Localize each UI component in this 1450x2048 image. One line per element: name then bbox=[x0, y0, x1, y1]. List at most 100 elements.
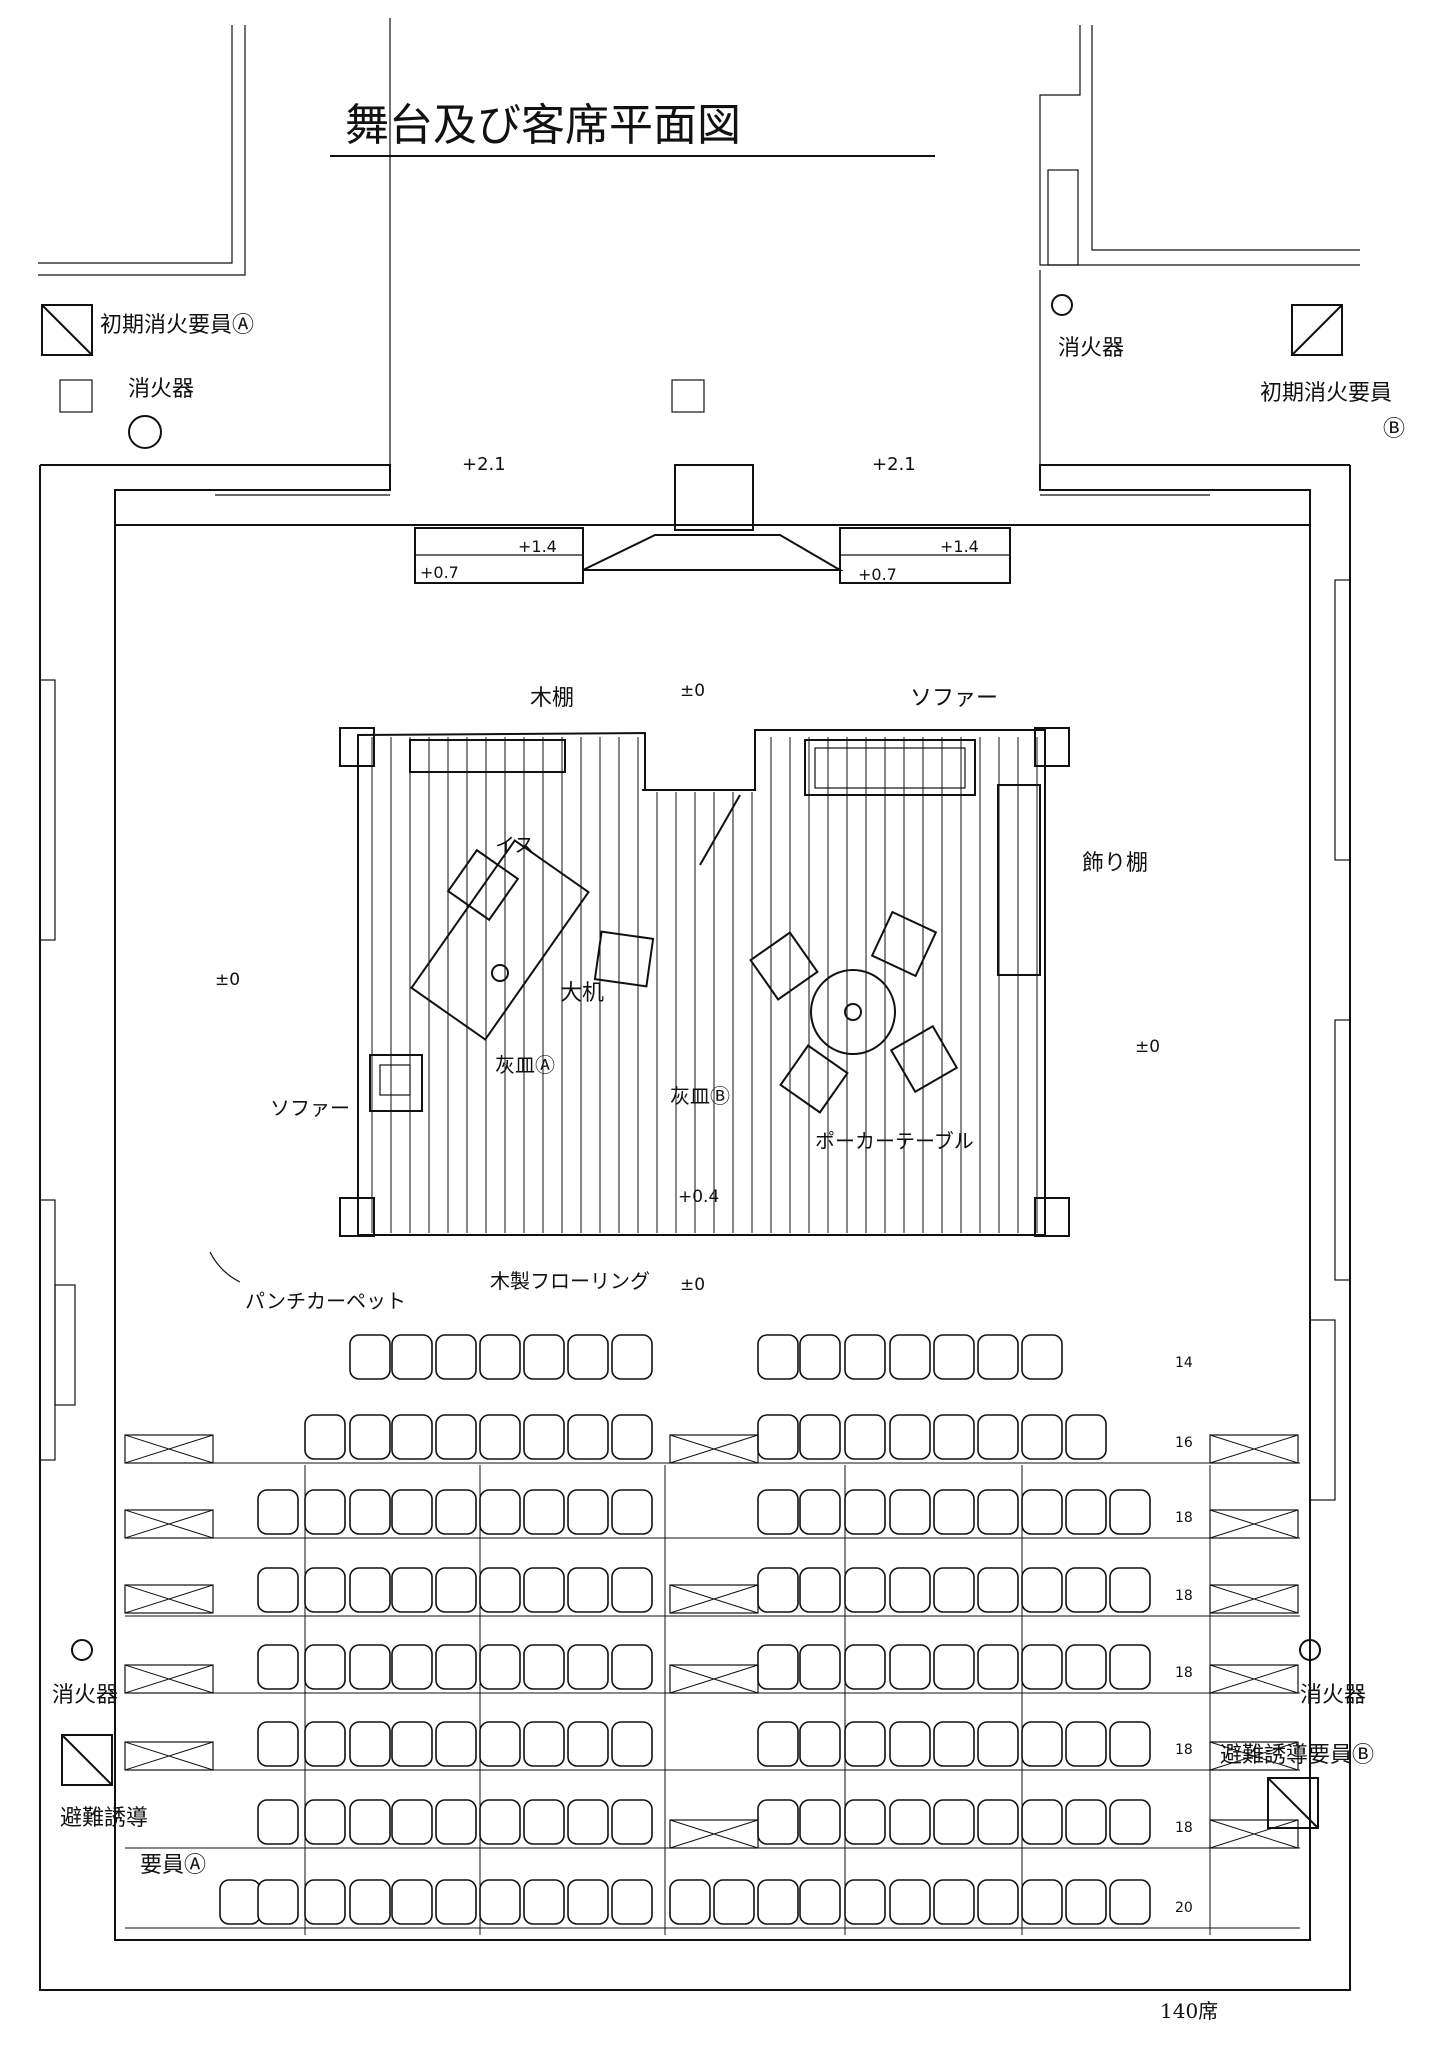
plan-title: 舞台及び客席平面図 bbox=[345, 100, 741, 151]
audience-seat bbox=[567, 1879, 609, 1925]
audience-seat bbox=[435, 1644, 477, 1690]
audience-seat bbox=[523, 1414, 565, 1460]
audience-seat bbox=[889, 1489, 931, 1535]
removed-seat-block bbox=[124, 1741, 214, 1771]
audience-seat bbox=[523, 1721, 565, 1767]
audience-seat bbox=[977, 1799, 1019, 1845]
audience-seat bbox=[567, 1644, 609, 1690]
row-seat-count: 18 bbox=[1175, 1820, 1193, 1836]
row-seat-count: 18 bbox=[1175, 1510, 1193, 1526]
audience-seat bbox=[611, 1334, 653, 1380]
audience-seat bbox=[757, 1567, 799, 1613]
audience-seat bbox=[304, 1567, 346, 1613]
audience-seat bbox=[304, 1879, 346, 1925]
audience-seat bbox=[257, 1799, 299, 1845]
svg-text:灰皿Ⓑ: 灰皿Ⓑ bbox=[670, 1084, 730, 1108]
removed-seat-block bbox=[124, 1434, 214, 1464]
audience-seat bbox=[933, 1644, 975, 1690]
audience-seat bbox=[844, 1334, 886, 1380]
audience-seat bbox=[1109, 1799, 1151, 1845]
audience-seat bbox=[757, 1334, 799, 1380]
svg-text:大机: 大机 bbox=[560, 981, 604, 1006]
svg-text:140席: 140席 bbox=[1160, 1999, 1218, 2023]
svg-text:±0: ±0 bbox=[680, 681, 705, 701]
audience-seat bbox=[479, 1721, 521, 1767]
audience-seat bbox=[799, 1334, 841, 1380]
audience-seat bbox=[844, 1567, 886, 1613]
audience-seat bbox=[1021, 1334, 1063, 1380]
fire-warden-b-marker bbox=[1291, 304, 1343, 356]
audience-seat bbox=[977, 1567, 1019, 1613]
removed-seat-block bbox=[124, 1664, 214, 1694]
audience-seat bbox=[391, 1799, 433, 1845]
row-seat-count: 16 bbox=[1175, 1435, 1193, 1451]
audience-seat bbox=[977, 1414, 1019, 1460]
audience-seat bbox=[391, 1489, 433, 1535]
svg-text:木製フローリング: 木製フローリング bbox=[490, 1269, 650, 1293]
audience-seat bbox=[391, 1644, 433, 1690]
upper-left-wall bbox=[38, 25, 246, 276]
audience-seat bbox=[523, 1567, 565, 1613]
svg-text:要員Ⓐ: 要員Ⓐ bbox=[140, 1853, 206, 1878]
chair bbox=[446, 848, 520, 922]
audience-seat bbox=[435, 1721, 477, 1767]
chair bbox=[593, 930, 655, 988]
svg-text:飾り棚: 飾り棚 bbox=[1082, 851, 1148, 876]
svg-text:灰皿Ⓐ: 灰皿Ⓐ bbox=[495, 1053, 555, 1077]
audience-seat bbox=[1021, 1721, 1063, 1767]
audience-seat bbox=[757, 1644, 799, 1690]
audience-seat bbox=[611, 1721, 653, 1767]
audience-seat bbox=[349, 1879, 391, 1925]
audience-seat bbox=[257, 1644, 299, 1690]
audience-seat bbox=[304, 1644, 346, 1690]
audience-seat bbox=[799, 1721, 841, 1767]
audience-seat bbox=[713, 1879, 755, 1925]
audience-seat bbox=[757, 1721, 799, 1767]
audience-seat bbox=[479, 1799, 521, 1845]
audience-seat bbox=[304, 1799, 346, 1845]
audience-seat bbox=[889, 1414, 931, 1460]
audience-seat bbox=[435, 1489, 477, 1535]
svg-text:避難誘導: 避難誘導 bbox=[60, 1806, 148, 1831]
audience-seat bbox=[757, 1799, 799, 1845]
svg-text:+0.7: +0.7 bbox=[420, 563, 459, 582]
audience-seat bbox=[1109, 1721, 1151, 1767]
audience-seat bbox=[479, 1334, 521, 1380]
ashtray-b bbox=[844, 1003, 862, 1021]
audience-seat bbox=[611, 1644, 653, 1690]
audience-seat bbox=[435, 1414, 477, 1460]
poker-table bbox=[810, 969, 896, 1055]
svg-text:木棚: 木棚 bbox=[530, 686, 574, 711]
audience-seat bbox=[799, 1879, 841, 1925]
audience-seat bbox=[1021, 1879, 1063, 1925]
audience-seat bbox=[933, 1721, 975, 1767]
audience-seat bbox=[349, 1799, 391, 1845]
audience-seat bbox=[844, 1414, 886, 1460]
audience-seat bbox=[1065, 1879, 1107, 1925]
svg-text:避難誘導要員Ⓑ: 避難誘導要員Ⓑ bbox=[1220, 1743, 1374, 1768]
audience-seat bbox=[479, 1879, 521, 1925]
audience-seat bbox=[1109, 1567, 1151, 1613]
audience-seat bbox=[257, 1721, 299, 1767]
svg-text:ポーカーテーブル: ポーカーテーブル bbox=[815, 1129, 974, 1153]
audience-seat bbox=[977, 1489, 1019, 1535]
audience-seat bbox=[1065, 1414, 1107, 1460]
audience-seat bbox=[933, 1879, 975, 1925]
audience-seat bbox=[799, 1799, 841, 1845]
audience-seat bbox=[1021, 1567, 1063, 1613]
svg-text:+1.4: +1.4 bbox=[518, 537, 557, 556]
svg-text:±0: ±0 bbox=[680, 1275, 705, 1295]
removed-seat-block bbox=[669, 1584, 759, 1614]
audience-seating bbox=[124, 1334, 1300, 1935]
audience-seat bbox=[1065, 1567, 1107, 1613]
small-sofa bbox=[369, 1054, 423, 1112]
audience-seat bbox=[349, 1644, 391, 1690]
audience-seat bbox=[219, 1879, 261, 1925]
audience-seat bbox=[391, 1721, 433, 1767]
audience-seat bbox=[435, 1567, 477, 1613]
audience-seat bbox=[567, 1334, 609, 1380]
audience-seat bbox=[435, 1799, 477, 1845]
wood-shelf bbox=[409, 739, 566, 773]
row-seat-count: 18 bbox=[1175, 1665, 1193, 1681]
